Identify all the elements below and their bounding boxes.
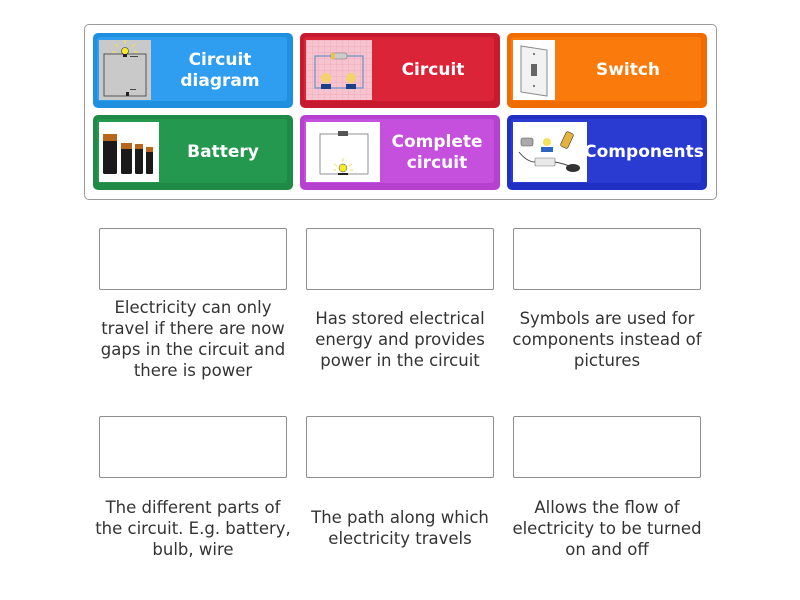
description-4: The different parts of the circuit. E.g.… [95,497,291,559]
drop-slot-3[interactable] [513,228,701,290]
complete-circuit-icon [306,122,380,182]
tile-circuit[interactable]: Circuit [300,33,500,108]
batteries-icon [99,122,159,182]
components-icon [513,122,587,182]
tile-label: Components [584,142,704,162]
tile-label: Circuit diagram [180,49,260,91]
drop-slot-2[interactable] [306,228,494,290]
tile-complete-circuit[interactable]: Complete circuit [300,115,500,190]
tile-battery[interactable]: Battery [93,115,293,190]
circuit-diagram-icon [99,40,151,100]
tile-label: Switch [595,60,661,80]
description-1: Electricity can only travel if there are… [100,298,286,380]
tile-switch[interactable]: Switch [507,33,707,108]
light-switch-icon [513,40,555,100]
circuit-bulbs-icon [306,40,372,100]
description-5: The path along which electricity travels [311,508,489,548]
tile-components[interactable]: Components [507,115,707,190]
tile-circuit-diagram[interactable]: Circuit diagram [93,33,293,108]
tile-label: Battery [187,142,259,162]
description-6: Allows the flow of electricity to be tur… [512,497,702,559]
drop-slot-6[interactable] [513,416,701,478]
description-2: Has stored electrical energy and provide… [315,308,485,370]
drop-slot-5[interactable] [306,416,494,478]
tile-label: Circuit [401,60,465,80]
drop-slot-4[interactable] [99,416,287,478]
answer-bank: Circuit diagram Circuit [84,24,717,200]
description-3: Symbols are used for components instead … [512,308,702,370]
drop-slot-1[interactable] [99,228,287,290]
tile-label: Complete circuit [391,131,483,173]
